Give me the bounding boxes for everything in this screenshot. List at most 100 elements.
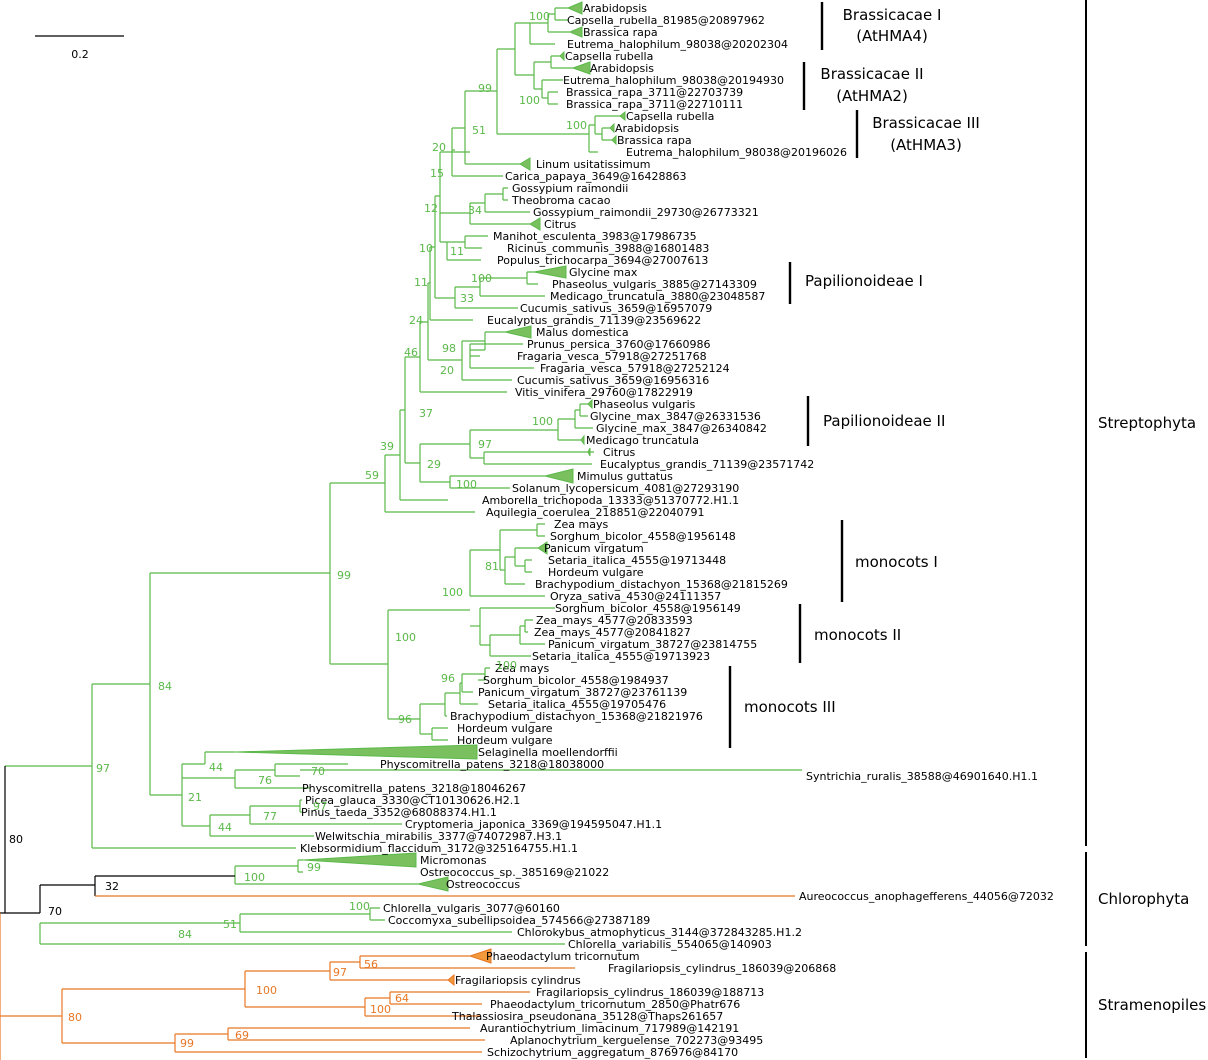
leaf-label: Setaria_italica_4555@19705476 (488, 698, 666, 711)
leaf-label: Glycine_max_3847@26331536 (590, 410, 761, 423)
clade-triangle (587, 447, 591, 457)
bootstrap-value: 96 (398, 713, 412, 726)
bootstrap-value: 56 (364, 958, 378, 971)
bootstrap-value: 80 (68, 1011, 82, 1024)
bootstrap-value: 46 (404, 346, 418, 359)
group-sublabel-brassicacae-1: (AtHMA4) (856, 27, 928, 45)
clade-triangle (302, 852, 417, 868)
bootstrap-value: 12 (424, 202, 438, 215)
bootstrap-value: 100 (442, 586, 463, 599)
leaf-label: Fragilariopsis_cylindrus_186039@188713 (536, 986, 764, 999)
leaf-label: Brachypodium_distachyon_15368@21815269 (535, 578, 788, 591)
lineage-label-stramenopiles: Stramenopiles (1098, 996, 1206, 1014)
leaf-label: Klebsormidium_flaccidum_3172@325164755.H… (300, 842, 578, 855)
leaf-label: Fragilariopsis cylindrus (455, 974, 581, 987)
clade-triangle (609, 122, 615, 134)
bootstrap-value: 81 (485, 560, 499, 573)
clade-triangle (529, 217, 541, 231)
leaf-label: Mimulus guttatus (577, 470, 673, 483)
clade-triangle (519, 157, 531, 171)
bootstrap-value: 100 (395, 631, 416, 644)
bootstrap-value: 70 (48, 905, 62, 918)
bootstrap-value: 99 (337, 569, 351, 582)
leaf-label: Eutrema_halophilum_98038@20194930 (563, 74, 784, 87)
leaf-label: Glycine_max_3847@26340842 (596, 422, 767, 435)
leaf-label: Sorghum_bicolor_4558@1984937 (483, 674, 669, 687)
group-label-papilionoideae-1: Papilionoideae I (805, 272, 923, 290)
leaf-label: Aplanochytrium_kerguelense_702273@93495 (510, 1034, 763, 1047)
leaf-label: Coccomyxa_subellipsoidea_574566@27387189 (388, 914, 650, 927)
leaf-label: Eucalyptus_grandis_71139@23569622 (487, 314, 701, 327)
leaf-label: Eutrema_halophilum_98038@20202304 (567, 38, 788, 51)
bootstrap-value: 100 (244, 871, 265, 884)
leaf-label: Chlorella_variabilis_554065@140903 (568, 938, 772, 951)
leaf-label: Prunus_persica_3760@17660986 (527, 338, 710, 351)
leaf-label: Chlorella_vulgaris_3077@60160 (383, 902, 560, 915)
lineage-label-chlorophyta: Chlorophyta (1098, 890, 1189, 908)
group-sublabel-brassicacae-2: (AtHMA2) (836, 87, 908, 105)
clade-triangle (559, 50, 565, 62)
leaf-label: Hordeum vulgare (548, 566, 644, 579)
leaf-label: Phaeodactylum tricornutum (486, 950, 640, 963)
leaf-label: Pinus_taeda_3352@68088374.H1.1 (301, 806, 497, 819)
bootstrap-value: 100 (370, 1003, 391, 1016)
bootstrap-value: 97 (313, 800, 327, 813)
leaf-label: Thalassiosira_pseudonana_35128@Thaps2616… (451, 1010, 723, 1023)
group-label-brassicacae-1: Brassicacae I (843, 6, 942, 24)
leaf-label: Brachypodium_distachyon_15368@21821976 (450, 710, 703, 723)
leaf-label: Aurantiochytrium_limacinum_717989@142191 (480, 1022, 739, 1035)
group-label-monocots-2: monocots II (814, 626, 901, 644)
leaf-label: Theobroma cacao (511, 194, 611, 207)
bootstrap-value: 10 (419, 242, 433, 255)
bootstrap-value: 100 (349, 900, 370, 913)
bootstrap-value: 84 (178, 928, 192, 941)
bootstrap-value: 37 (419, 407, 433, 420)
leaf-label: Fragaria_vesca_57918@27252124 (540, 362, 730, 375)
bootstrap-value: 100 (256, 984, 277, 997)
leaf-label: Glycine max (569, 266, 638, 279)
leaf-label: Gossypium_raimondii_29730@26773321 (533, 206, 759, 219)
clade-triangle (234, 744, 478, 760)
leaf-label: Vitis_vinifera_29760@17822919 (515, 386, 693, 399)
leaf-label: Arabidopsis (583, 2, 647, 15)
bootstrap-value: 24 (409, 314, 423, 327)
leaf-label: Ostreococcus (446, 878, 520, 891)
leaf-label: Phaseolus vulgaris (593, 398, 696, 411)
leaf-label: Phaseolus_vulgaris_3885@27143309 (552, 278, 757, 291)
bootstrap-value: 99 (478, 82, 492, 95)
clade-triangle (504, 325, 532, 339)
leaf-label: Capsella rubella (626, 110, 714, 123)
leaf-label: Physcomitrella_patens_3218@18038000 (380, 758, 604, 771)
leaf-label: Physcomitrella_patens_3218@18046267 (302, 782, 526, 795)
lineage-label-streptophyta: Streptophyta (1098, 414, 1196, 432)
clade-triangle (417, 876, 449, 892)
bootstrap-value: 96 (441, 672, 455, 685)
leaf-label: Carica_papaya_3649@16428863 (505, 170, 686, 183)
leaf-label: Schizochytrium_aggregatum_876976@84170 (487, 1046, 738, 1059)
leaf-label: Setaria_italica_4555@19713448 (548, 554, 726, 567)
bootstrap-value: 44 (218, 821, 232, 834)
bootstrap-value: 97 (478, 438, 492, 451)
clade-triangle (544, 468, 574, 484)
leaf-label: Zea_mays_4577@20841827 (534, 626, 691, 639)
group-label-brassicacae-2: Brassicacae II (820, 65, 923, 83)
leaf-label: Arabidopsis (590, 62, 654, 75)
clade-triangle (580, 434, 585, 446)
bootstrap-value: 51 (223, 918, 237, 931)
leaf-label: Eucalyptus_grandis_71139@23571742 (600, 458, 814, 471)
collapsed-clades-orange (447, 948, 492, 987)
group-label-papilionoideae-2: Papilionoideae II (823, 412, 945, 430)
leaf-label: Cryptomeria_japonica_3369@194595047.H1.1 (405, 818, 662, 831)
leaf-label: Cucumis_sativus_3659@16957079 (520, 302, 712, 315)
bootstrap-value: 100 (471, 272, 492, 285)
bootstrap-value: 77 (263, 810, 277, 823)
leaf-label: Brassica rapa (583, 26, 658, 39)
leaf-label: Zea_mays_4577@20833593 (536, 614, 693, 627)
bootstrap-value: 99 (180, 1037, 194, 1050)
clade-triangle (566, 1, 583, 15)
leaf-label: Ricinus_communis_3988@16801483 (507, 242, 709, 255)
leaf-label: Gossypium raimondii (512, 182, 628, 195)
leaf-label: Selaginella moellendorffii (478, 746, 618, 759)
bootstrap-value: 21 (188, 791, 202, 804)
